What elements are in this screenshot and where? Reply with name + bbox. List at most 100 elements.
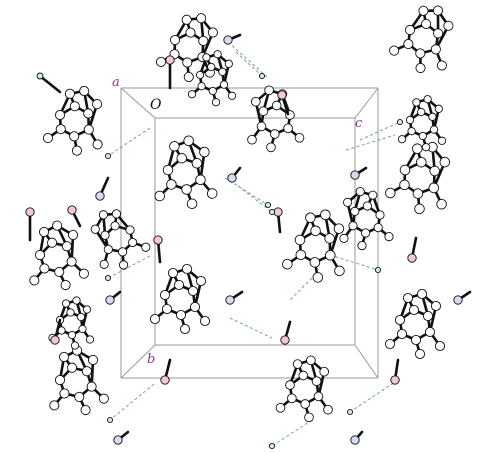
carbon-atom: [258, 106, 269, 117]
carbon-atom: [98, 210, 108, 220]
carbon-atom: [70, 341, 80, 350]
carbon-atom: [100, 230, 110, 240]
carbon-atom: [199, 315, 211, 327]
carbon-atom: [81, 366, 92, 377]
carbon-atom: [412, 98, 421, 107]
carbon-atom: [428, 112, 437, 121]
carbon-atom: [118, 260, 129, 270]
molecule: [49, 345, 109, 416]
carbon-atom: [74, 391, 85, 402]
hydrogen-atom: [104, 274, 112, 282]
cell-edge: [120, 344, 156, 379]
molecules: [25, 5, 472, 450]
carbon-atom: [199, 146, 210, 158]
hydrogen-bond: [271, 419, 313, 447]
hydrogen-bond: [349, 379, 399, 413]
carbon-atom: [415, 62, 426, 74]
carbon-atom: [42, 132, 53, 144]
carbon-atom: [66, 308, 75, 317]
carbon-atom: [39, 263, 50, 274]
carbon-atom: [128, 237, 138, 248]
oxygen-atom: [165, 55, 175, 65]
carbon-atom: [39, 226, 50, 237]
carbon-atom: [295, 249, 307, 261]
carbon-atom: [79, 85, 90, 97]
carbon-atom: [415, 48, 426, 59]
carbon-atom: [195, 275, 207, 287]
carbon-atom: [362, 201, 372, 211]
carbon-atom: [98, 393, 109, 404]
carbon-atom: [416, 288, 428, 300]
carbon-atom: [92, 139, 103, 150]
carbon-atom: [166, 179, 177, 190]
molecule: [90, 209, 151, 270]
carbon-atom: [408, 304, 420, 316]
carbon-atom: [424, 326, 436, 338]
carbon-atom: [275, 402, 286, 413]
oxygen-atom: [273, 207, 283, 217]
carbon-atom: [85, 335, 95, 344]
hydrogen-bond: [227, 41, 269, 79]
molecule: [187, 50, 237, 107]
carbon-atom: [66, 256, 77, 267]
carbon-atom: [285, 380, 295, 390]
oxygen-atom: [50, 335, 60, 345]
carbon-atom: [159, 289, 171, 301]
carbon-atom: [179, 323, 191, 335]
carbon-atom: [416, 156, 427, 168]
carbon-atom: [149, 313, 161, 325]
carbon-atom: [434, 340, 446, 352]
carbon-atom: [111, 209, 122, 219]
carbon-atom: [292, 359, 303, 369]
hydrogen-bond: [329, 254, 379, 271]
carbon-atom: [176, 152, 188, 164]
carbon-atom: [414, 348, 426, 360]
hydrogen-bond: [107, 255, 151, 279]
axis-label-a: a: [112, 75, 120, 90]
molecule: [397, 95, 447, 152]
carbon-atom: [269, 129, 280, 139]
hydrogen-bond: [237, 185, 273, 213]
molecule: [385, 141, 451, 215]
carbon-atom: [343, 197, 353, 207]
oxygen-atom: [160, 375, 170, 385]
carbon-atom: [167, 267, 179, 279]
molecule: [389, 5, 454, 74]
carbon-atom: [320, 209, 331, 221]
nitrogen-atom: [113, 435, 123, 445]
carbon-atom: [422, 310, 434, 322]
carbon-atom: [256, 121, 267, 132]
carbon-atom: [283, 123, 293, 134]
carbon-atom: [80, 404, 91, 416]
carbon-atom: [443, 20, 454, 31]
carbon-atom: [294, 234, 306, 246]
carbon-atom: [266, 142, 276, 153]
carbon-atom: [311, 376, 322, 387]
carbon-atom: [397, 135, 407, 144]
carbon-atom: [67, 330, 77, 340]
carbon-atom: [181, 184, 192, 195]
molecule: [48, 296, 95, 350]
carbon-atom: [417, 107, 426, 117]
carbon-atom: [247, 134, 257, 145]
nitrogen-atom: [225, 295, 235, 305]
carbon-atom: [384, 338, 396, 350]
carbon-atom: [55, 124, 66, 135]
carbon-atom: [207, 27, 218, 38]
carbon-atom: [49, 400, 60, 411]
carbon-atom: [183, 135, 194, 147]
carbon-atom: [306, 355, 316, 366]
hydrogen-bond: [289, 277, 313, 301]
molecule: [155, 13, 218, 83]
carbon-atom: [218, 67, 227, 76]
carbon-atom: [186, 198, 198, 210]
carbon-atom: [208, 86, 217, 96]
carbon-atom: [161, 303, 173, 315]
origin-label: O: [150, 97, 162, 113]
carbon-atom: [421, 18, 432, 30]
hydrogen-bond: [345, 134, 396, 151]
hydrogen-atom: [264, 201, 272, 209]
hydrogen-atom: [396, 118, 404, 126]
axis-label-b: b: [147, 352, 156, 367]
